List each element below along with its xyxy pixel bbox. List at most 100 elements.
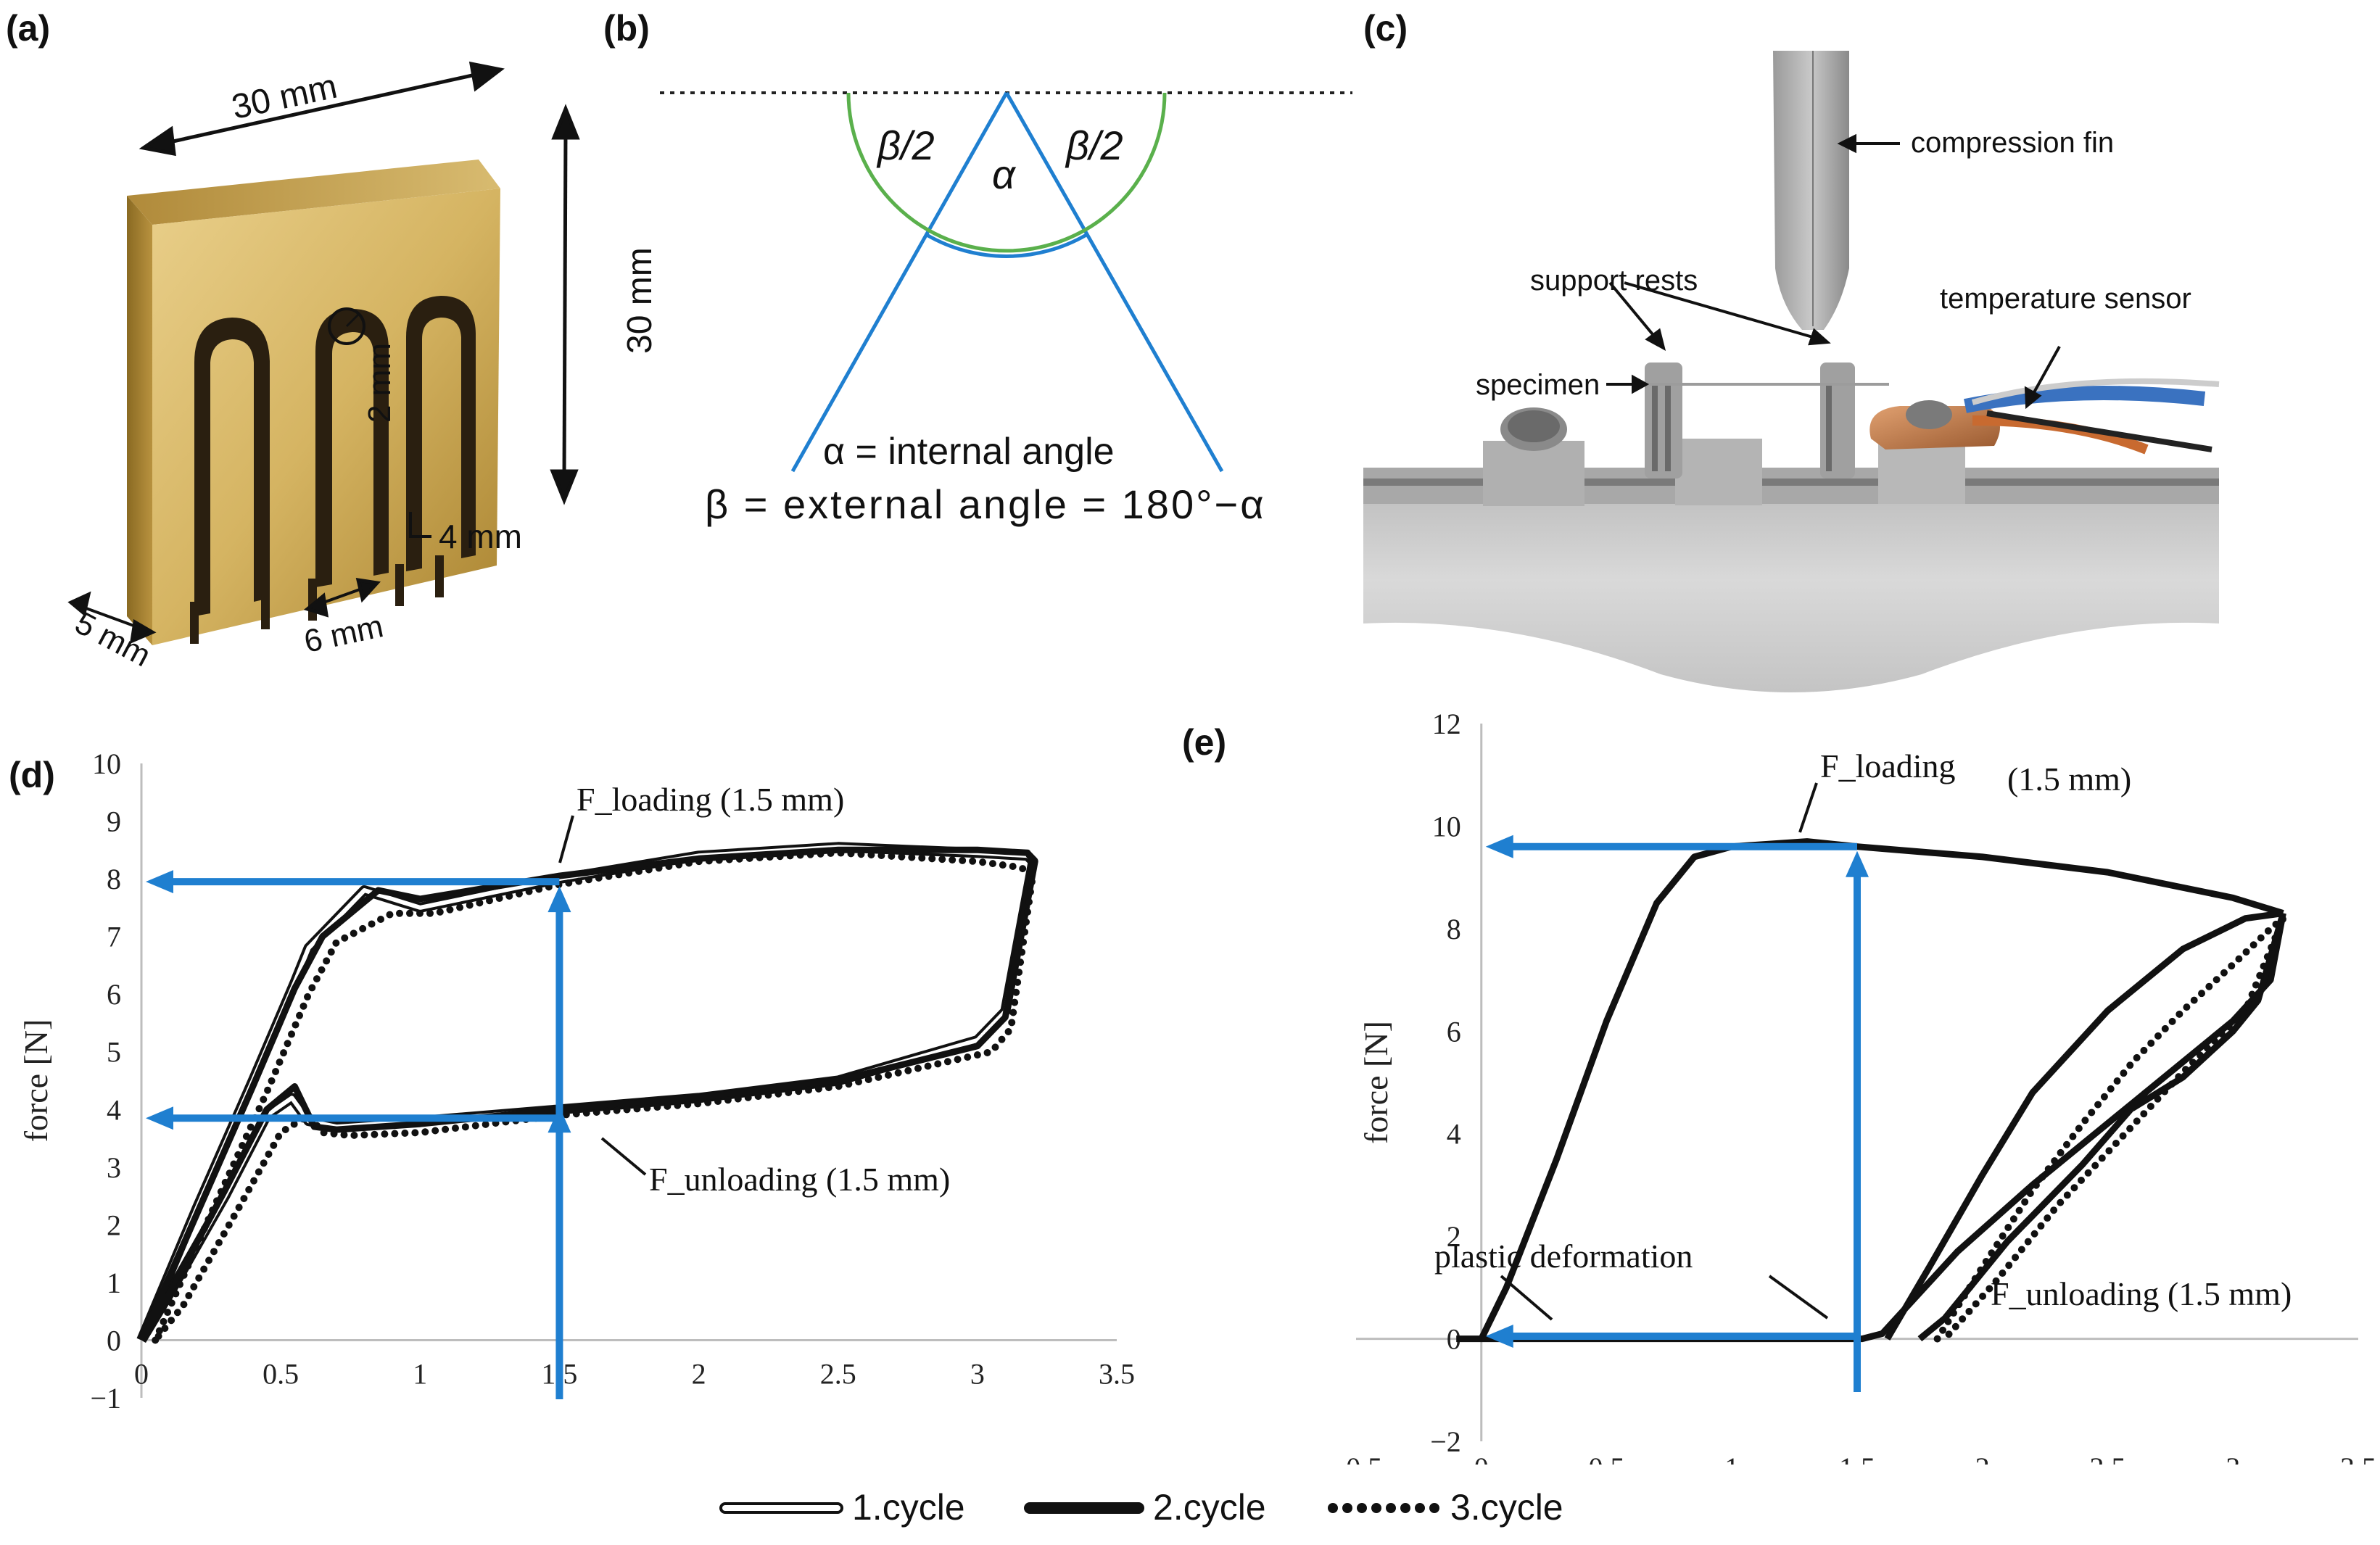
- y-tick-label: −2: [1430, 1425, 1461, 1458]
- series-line-cycle-2: [138, 846, 1037, 1342]
- x-tick-label: 2: [692, 1357, 706, 1390]
- loading-annotation: F_loading (1.5 mm): [577, 781, 844, 818]
- legend-label-3: 3.cycle: [1450, 1487, 1563, 1528]
- y-tick-label: 3: [107, 1151, 121, 1184]
- y-tick-label: 7: [107, 921, 121, 953]
- x-tick-label: 0.5: [1589, 1451, 1625, 1465]
- external-angle-arc: [846, 92, 1167, 253]
- chart-e: −0.500.511.522.533.5−2024681012displacem…: [1330, 708, 2376, 1465]
- x-tick-label: 1: [1724, 1451, 1739, 1465]
- x-tick-label: 0.5: [263, 1357, 299, 1390]
- legend-label-1: 1.cycle: [852, 1487, 965, 1528]
- series-line-cycle-3: [1933, 915, 2287, 1343]
- dim-height-label: 30 mm: [621, 247, 653, 354]
- x-tick-label: 3: [970, 1357, 985, 1390]
- y-axis-label: force [N]: [1358, 1021, 1394, 1144]
- left-leg-line: [790, 91, 1009, 473]
- panel-d-label: (d): [9, 755, 55, 795]
- label-leader-line: [1768, 1275, 1829, 1320]
- x-tick-label: 2: [1975, 1451, 1990, 1465]
- half-beta-left: β/2: [876, 123, 935, 168]
- dim-slot-label: 4 mm: [439, 518, 522, 555]
- y-tick-label: 12: [1432, 708, 1461, 740]
- x-tick-label: 0: [1474, 1451, 1489, 1465]
- loading-annotation-a: F_loading: [1820, 747, 1956, 784]
- y-tick-label: 0: [1447, 1323, 1461, 1356]
- horizontal-marker-arrowhead: [146, 870, 173, 894]
- y-tick-label: 8: [107, 863, 121, 895]
- panel-c-test-setup-photo: compression fin support rests temperatur…: [1363, 51, 2220, 692]
- temperature-sensor: [1869, 378, 2220, 455]
- compression-fin: [1773, 51, 1849, 330]
- panel-c-label: (c): [1363, 8, 1408, 49]
- x-tick-label: −0.5: [1330, 1451, 1383, 1465]
- y-tick-label: 6: [107, 978, 121, 1011]
- x-tick-label: 3: [2226, 1451, 2240, 1465]
- dimension-arrows: [67, 61, 580, 645]
- brass-specimen: [127, 160, 500, 645]
- y-tick-label: 4: [107, 1093, 121, 1126]
- series-line-cycle-1-outer: [136, 842, 1038, 1343]
- dim-radius-label: 2 mm: [362, 343, 397, 423]
- half-beta-right: β/2: [1065, 123, 1123, 168]
- label-leader-line: [558, 815, 574, 863]
- y-tick-label: 0: [107, 1324, 121, 1356]
- horizontal-marker-arrowhead: [1485, 834, 1513, 858]
- panel-b-angle-diagram: β/2 β/2 α α = internal angle β = externa…: [660, 91, 1352, 527]
- vertical-marker-mid-arrowhead: [548, 1106, 571, 1133]
- loading-annotation-b: (1.5 mm): [2007, 761, 2131, 798]
- y-tick-label: −1: [90, 1382, 121, 1414]
- legend-label-2: 2.cycle: [1153, 1487, 1266, 1528]
- label-compression-fin: compression fin: [1911, 127, 2114, 159]
- y-axis-label: force [N]: [17, 1019, 54, 1143]
- internal-angle-arc: [925, 233, 1088, 258]
- y-tick-label: 10: [1432, 810, 1461, 842]
- panel-a-specimen-drawing: 30 mm 30 mm 2 mm 4 mm 5 mm 6 mm: [67, 61, 653, 674]
- x-tick-label: 3.5: [1099, 1357, 1135, 1390]
- beta-definition: β = external angle = 180°−α: [705, 481, 1266, 527]
- legend-item-3: 3.cycle: [1328, 1487, 1563, 1528]
- label-leader-line: [1798, 782, 1818, 833]
- y-tick-label: 6: [1447, 1015, 1461, 1048]
- support-rests: [1645, 363, 1855, 479]
- y-tick-label: 9: [107, 805, 121, 838]
- series-line-cycle-2: [1884, 910, 2284, 1341]
- vertical-marker-arrowhead: [1846, 850, 1869, 877]
- vertical-marker-arrowhead: [548, 886, 571, 913]
- series-line-cycle-2: [1456, 838, 2284, 1343]
- y-tick-label: 2: [1447, 1220, 1461, 1253]
- chart-d: 00.511.522.533.5−1012345678910displaceme…: [17, 747, 1135, 1414]
- plastic-annotation: plastic deformation: [1434, 1238, 1693, 1275]
- y-tick-label: 4: [1447, 1118, 1461, 1151]
- label-temperature-sensor: temperature sensor: [1940, 283, 2191, 315]
- panel-a-label: (a): [6, 8, 51, 49]
- y-tick-label: 10: [92, 747, 121, 780]
- x-tick-label: 1.5: [1839, 1451, 1875, 1465]
- label-leader-line: [600, 1137, 647, 1176]
- legend-item-2: 2.cycle: [1024, 1487, 1266, 1528]
- unloading-annotation: F_unloading (1.5 mm): [649, 1161, 950, 1198]
- y-tick-label: 8: [1447, 913, 1461, 945]
- label-support-rests: support rests: [1530, 265, 1698, 297]
- alpha-definition: α = internal angle: [823, 431, 1115, 473]
- x-tick-label: 2.5: [820, 1357, 856, 1390]
- y-tick-label: 2: [107, 1209, 121, 1241]
- x-tick-label: 2.5: [2090, 1451, 2126, 1465]
- y-tick-label: 1: [107, 1267, 121, 1299]
- label-leader-line: [1500, 1275, 1553, 1321]
- panel-e-label: (e): [1182, 722, 1227, 763]
- fixture-base: [1363, 468, 2219, 692]
- x-tick-label: 0: [134, 1357, 149, 1390]
- x-tick-label: 3.5: [2340, 1451, 2376, 1465]
- right-leg-line: [1004, 91, 1224, 473]
- legend-item-1: 1.cycle: [719, 1487, 965, 1528]
- label-specimen: specimen: [1476, 369, 1600, 401]
- radius-circle: [328, 307, 365, 345]
- horizontal-marker-arrowhead: [146, 1106, 173, 1130]
- horizontal-marker-arrowhead: [1485, 1325, 1513, 1349]
- x-tick-label: 1: [413, 1357, 427, 1390]
- panel-b-label: (b): [603, 8, 650, 49]
- alpha-symbol: α: [992, 152, 1017, 197]
- y-tick-label: 5: [107, 1036, 121, 1069]
- legend: 1.cycle 2.cycle 3.cycle: [719, 1487, 1563, 1528]
